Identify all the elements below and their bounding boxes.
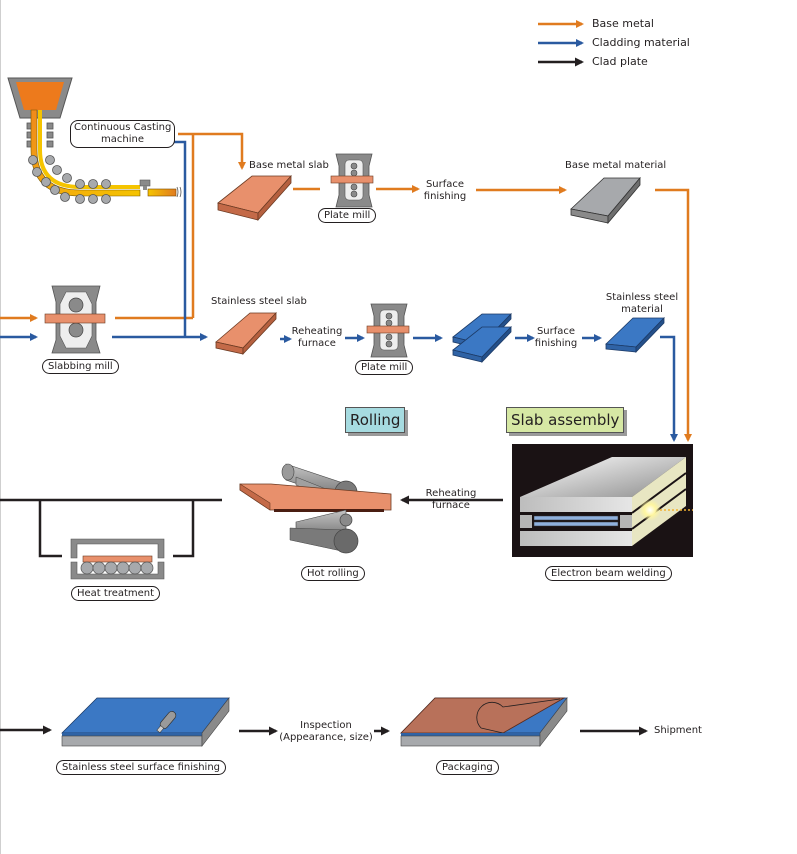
continuous-casting-machine-icon — [7, 77, 182, 204]
electron-beam-welding-icon — [512, 444, 693, 557]
surface-finishing-top-label: Surface finishing — [420, 179, 470, 203]
hot-rolling-icon — [239, 463, 392, 554]
inspection-line2: (Appearance, size) — [279, 732, 373, 743]
reheating-furnace-lower-label: Reheating furnace — [420, 488, 482, 512]
base-metal-slab-icon — [217, 174, 292, 222]
surface-finishing-middle-line2: finishing — [534, 338, 578, 349]
clad-plate-flow-lines — [0, 495, 648, 736]
legend-clad-plate-label: Clad plate — [592, 55, 648, 68]
stainless-steel-slab-icon — [215, 311, 277, 356]
plate-mill-top-icon — [330, 153, 374, 208]
inspection-label: Inspection (Appearance, size) — [276, 720, 376, 744]
surface-finishing-top-line2: finishing — [423, 191, 467, 202]
continuous-casting-line1: Continuous Casting — [74, 122, 172, 133]
shipment-label: Shipment — [654, 725, 702, 736]
reheating-furnace-lower-line2: furnace — [432, 500, 470, 511]
continuous-casting-line2: machine — [101, 134, 144, 145]
base-metal-material-label: Base metal material — [565, 160, 667, 171]
reheating-furnace-lower-line1: Reheating — [425, 488, 477, 499]
packaging-icon — [400, 697, 568, 747]
stainless-steel-material-label: Stainless steel material — [602, 292, 682, 316]
base-metal-slab-label: Base metal slab — [249, 160, 329, 171]
surface-finishing-middle-line1: Surface — [536, 326, 576, 337]
legend-arrows — [538, 20, 584, 67]
stainless-steel-material-line1: Stainless steel — [605, 292, 679, 303]
inspection-line1: Inspection — [300, 720, 352, 731]
rolling-section-badge: Rolling — [345, 407, 406, 433]
rolled-stainless-plates-icon — [452, 313, 512, 363]
base-metal-flow-lines — [0, 132, 692, 442]
reheating-furnace-middle-line1: Reheating — [291, 326, 343, 337]
stainless-steel-slab-label: Stainless steel slab — [211, 296, 307, 307]
left-border — [0, 0, 1, 854]
plate-mill-middle-label: Plate mill — [355, 360, 414, 375]
stainless-surface-finishing-label: Stainless steel surface finishing — [56, 760, 226, 775]
plate-mill-top-label: Plate mill — [318, 208, 377, 223]
legend-cladding-material-label: Cladding material — [592, 36, 690, 49]
legend-base-metal-label: Base metal — [592, 17, 654, 30]
heat-treatment-label: Heat treatment — [71, 586, 161, 601]
surface-finishing-top-line1: Surface — [425, 179, 465, 190]
heat-treatment-icon — [70, 538, 165, 580]
slabbing-mill-icon — [44, 285, 106, 354]
hot-rolling-label: Hot rolling — [301, 566, 365, 581]
stainless-steel-material-icon — [605, 317, 665, 353]
base-metal-material-icon — [570, 176, 641, 225]
slab-assembly-section-badge: Slab assembly — [506, 407, 625, 433]
stainless-surface-finishing-icon — [61, 697, 230, 747]
electron-beam-welding-label: Electron beam welding — [545, 566, 672, 581]
stainless-steel-material-line2: material — [621, 304, 663, 315]
reheating-furnace-middle-line2: furnace — [298, 338, 336, 349]
continuous-casting-machine-label: Continuous Casting machine — [70, 120, 175, 148]
reheating-furnace-middle-label: Reheating furnace — [289, 326, 345, 350]
slabbing-mill-label: Slabbing mill — [42, 359, 119, 374]
packaging-label: Packaging — [436, 760, 499, 775]
surface-finishing-middle-label: Surface finishing — [531, 326, 581, 350]
plate-mill-middle-icon — [366, 303, 410, 358]
